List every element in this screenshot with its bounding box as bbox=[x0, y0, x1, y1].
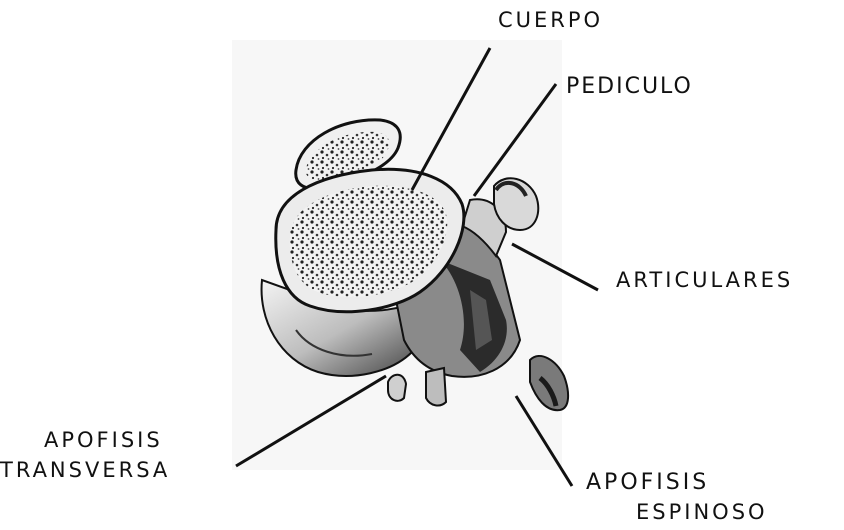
label-cuerpo: CUERPO bbox=[498, 8, 603, 32]
label-apofisis-espinoso-line1: APOFISIS bbox=[586, 470, 709, 495]
label-apofisis-espinoso-line2: ESPINOSO bbox=[636, 500, 768, 524]
label-apofisis-transversa-line1: APOFISIS bbox=[44, 428, 163, 452]
label-apofisis-transversa-line2: TRANSVERSA bbox=[0, 458, 170, 482]
label-articulares: ARTICULARES bbox=[616, 268, 793, 292]
label-pediculo: PEDICULO bbox=[566, 74, 693, 99]
